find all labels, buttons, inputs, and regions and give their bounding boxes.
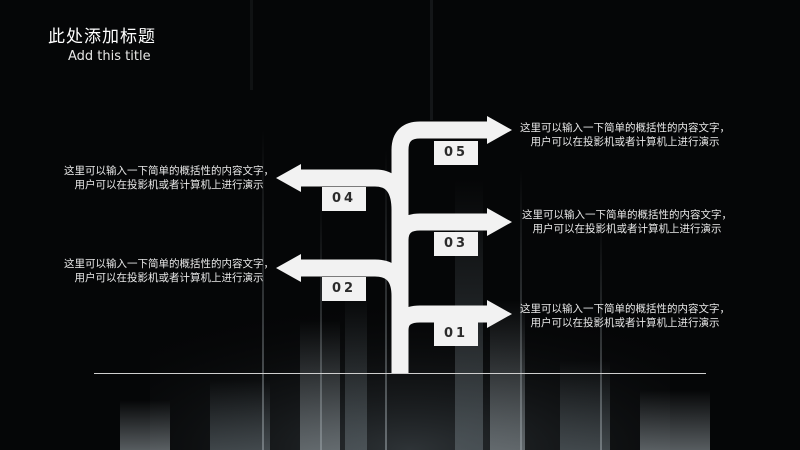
page-subtitle: Add this title xyxy=(68,49,151,64)
step-05-text: 这里可以输入一下简单的概括性的内容文字，用户可以在投影机或者计算机上进行演示 xyxy=(520,122,730,148)
branch-01-line xyxy=(391,305,488,331)
step-02-text: 这里可以输入一下简单的概括性的内容文字，用户可以在投影机或者计算机上进行演示 xyxy=(64,258,274,284)
baseline-divider xyxy=(94,373,706,374)
arrowhead-02 xyxy=(276,254,301,282)
step-01-text: 这里可以输入一下简单的概括性的内容文字，用户可以在投影机或者计算机上进行演示 xyxy=(520,303,730,329)
arrowhead-03 xyxy=(487,208,512,236)
step-04-number: 04 xyxy=(322,187,366,211)
arrowhead-04 xyxy=(276,164,301,192)
branch-03-line xyxy=(391,213,488,241)
step-04-text: 这里可以输入一下简单的概括性的内容文字，用户可以在投影机或者计算机上进行演示 xyxy=(64,165,274,191)
branch-02-line xyxy=(300,259,409,297)
arrowhead-01 xyxy=(487,300,512,328)
step-01-number: 01 xyxy=(434,322,478,346)
page-title: 此处添加标题 xyxy=(48,27,156,47)
arrowhead-05 xyxy=(487,116,512,144)
branch-05-line xyxy=(391,121,488,151)
step-03-number: 03 xyxy=(434,232,478,256)
step-03-text: 这里可以输入一下简单的概括性的内容文字，用户可以在投影机或者计算机上进行演示 xyxy=(522,209,732,235)
step-02-number: 02 xyxy=(322,277,366,301)
branch-04-line xyxy=(300,169,409,211)
step-05-number: 05 xyxy=(434,141,478,165)
